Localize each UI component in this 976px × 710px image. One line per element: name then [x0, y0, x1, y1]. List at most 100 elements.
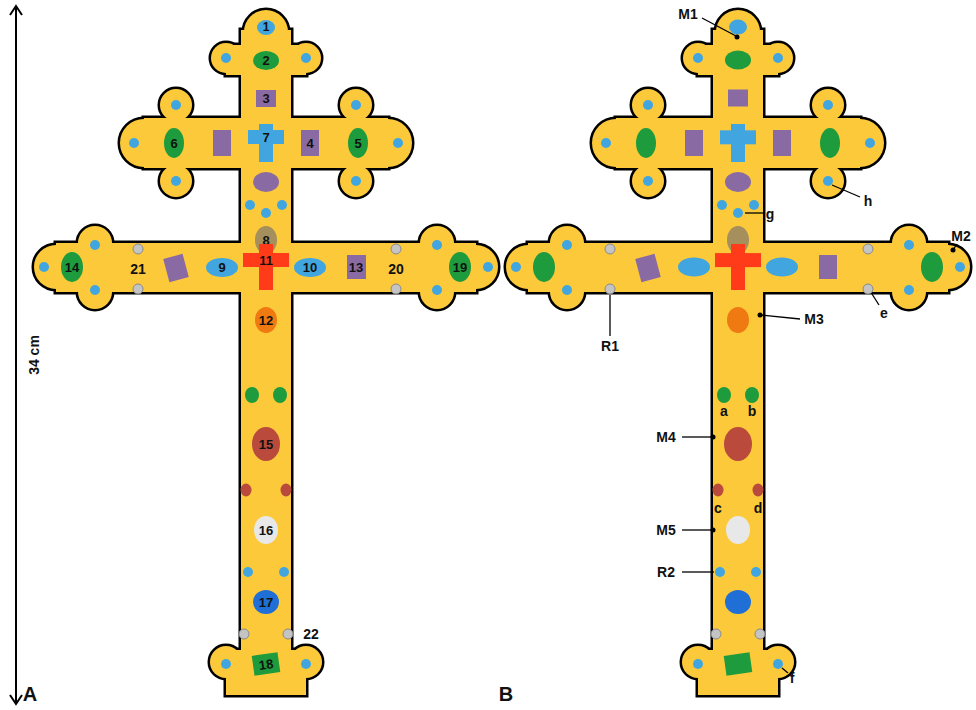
gem-oval: [133, 284, 143, 294]
gem-oval: [725, 590, 751, 614]
gem-oval: [713, 484, 724, 497]
gem-oval: [865, 138, 875, 148]
gem-oval: [820, 128, 840, 158]
gem: [863, 284, 873, 294]
gem: [171, 176, 181, 186]
callout-number: 7: [262, 131, 269, 144]
gem-oval: [243, 567, 253, 577]
gem: [562, 240, 572, 250]
gem-oval: [351, 100, 361, 110]
gem-oval: [129, 138, 139, 148]
gem: [261, 208, 271, 218]
gem: [715, 567, 725, 577]
gem: [865, 138, 875, 148]
gem: [643, 176, 653, 186]
gem-oval: [601, 138, 611, 148]
gem-oval: [636, 128, 656, 158]
gem: [755, 629, 765, 639]
gem: [133, 244, 143, 254]
gem: [753, 484, 764, 497]
gem-oval: [283, 629, 293, 639]
gem-oval: [279, 567, 289, 577]
numbered-gem: 11: [243, 244, 289, 290]
gem-oval: [273, 387, 287, 403]
gem-oval: [955, 262, 965, 272]
gem: [733, 208, 743, 218]
gem-oval: [432, 240, 442, 250]
dimension-arrow: [10, 6, 22, 704]
gem-square: [819, 255, 837, 279]
gem-cross: [715, 253, 761, 267]
callout-number: 18: [258, 657, 274, 672]
callout-label: M4: [656, 430, 675, 445]
gem-oval: [261, 208, 271, 218]
callout-label: M5: [656, 523, 675, 538]
gem-oval: [863, 284, 873, 294]
gem: [483, 262, 493, 272]
gem-cross: [720, 130, 756, 144]
gem-oval: [245, 387, 259, 403]
gem-oval: [711, 629, 721, 639]
gem: [921, 252, 943, 282]
gem-oval: [90, 285, 100, 295]
gem-oval: [725, 172, 751, 192]
gem-oval: [733, 208, 743, 218]
numbered-gem: 19: [449, 252, 471, 282]
gem: [773, 130, 791, 156]
numbered-gem: 9: [206, 258, 238, 277]
gem: [432, 285, 442, 295]
gem: [351, 100, 361, 110]
callout-label: g: [766, 207, 775, 222]
gem: [711, 629, 721, 639]
gem: [133, 284, 143, 294]
gem-oval: [823, 176, 833, 186]
gem-oval: [221, 53, 231, 63]
numbered-gem: 13: [347, 255, 366, 279]
gem: [301, 53, 311, 63]
callout-label: h: [864, 194, 873, 209]
gem: [715, 244, 761, 290]
gem: [904, 240, 914, 250]
gem-square: [773, 130, 791, 156]
gem: [823, 100, 833, 110]
gem: [283, 629, 293, 639]
gem: [685, 130, 703, 156]
callout-number: 11: [259, 254, 273, 267]
leader-line: [760, 315, 800, 319]
callout-number: 12: [259, 314, 273, 327]
gem: [713, 484, 724, 497]
gem-oval: [511, 262, 521, 272]
leader-line: [682, 571, 714, 572]
gem-oval: [766, 258, 798, 277]
numbered-gem: 17: [253, 590, 279, 614]
dimension-label: 34 cm: [27, 335, 42, 375]
gem-oval: [729, 20, 747, 35]
gem-oval: [483, 262, 493, 272]
gem: [643, 100, 653, 110]
numbered-gem: 4: [301, 130, 319, 156]
leader-lines: [610, 18, 957, 673]
gem: [751, 567, 761, 577]
gem-oval: [725, 51, 751, 70]
callout-number: 19: [453, 261, 467, 274]
gem: [351, 176, 361, 186]
gem: [635, 254, 661, 282]
gem-oval: [605, 284, 615, 294]
numbered-gem: 1: [257, 20, 275, 35]
gem-oval: [241, 484, 252, 497]
gem: [693, 53, 703, 63]
gem: [562, 285, 572, 295]
numbered-gem: 7: [248, 124, 284, 162]
measure-point: [758, 313, 763, 318]
gem: [729, 20, 747, 35]
gem-oval: [351, 176, 361, 186]
gem-oval: [773, 53, 783, 63]
gems: [39, 20, 965, 676]
gem-oval: [301, 53, 311, 63]
callout-label: M1: [678, 7, 697, 22]
gem-oval: [301, 659, 311, 669]
gem: [717, 200, 727, 210]
leader-line: [682, 529, 713, 530]
